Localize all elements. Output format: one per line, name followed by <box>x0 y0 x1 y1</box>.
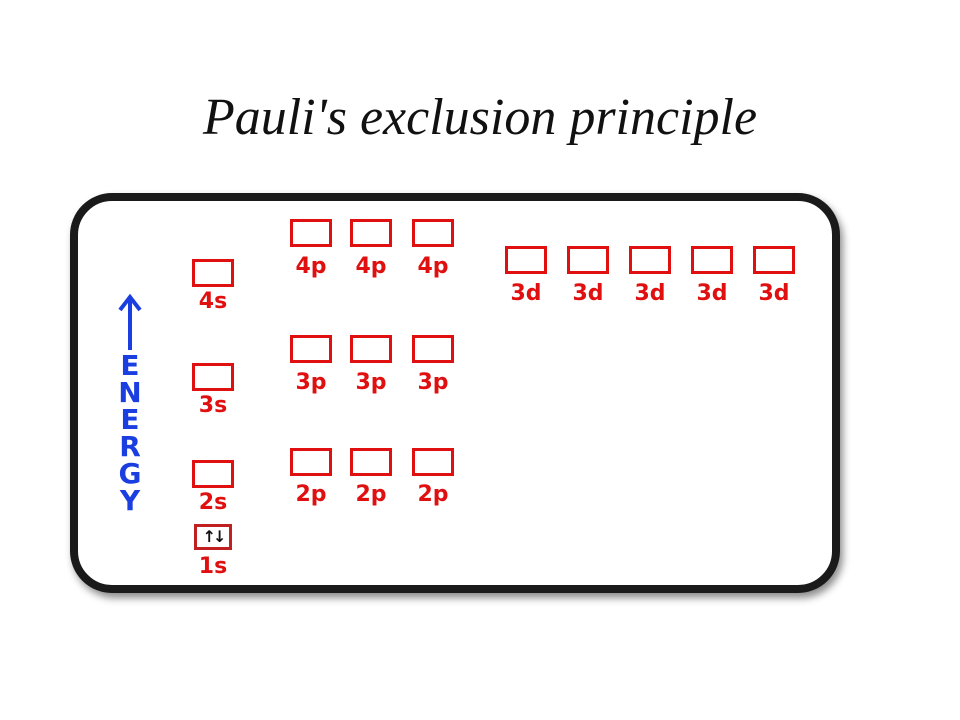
orbital-box-3p <box>350 335 392 363</box>
orbital-box-4s <box>192 259 234 287</box>
orbital-box-3p <box>290 335 332 363</box>
orbital-label-2s: 2s <box>198 490 228 515</box>
page-title: Pauli's exclusion principle <box>202 89 758 146</box>
orbital-label-2p: 2p <box>417 482 449 507</box>
orbital-label-4p: 4p <box>355 254 387 279</box>
energy-letter: E <box>120 403 140 436</box>
orbital-box-3d <box>629 246 671 274</box>
orbital-label-4s: 4s <box>198 289 228 314</box>
orbital-label-2p: 2p <box>355 482 387 507</box>
energy-letter: G <box>118 457 142 490</box>
orbital-label-1s: 1s <box>198 554 228 579</box>
orbital-label-3d: 3d <box>696 281 728 306</box>
orbital-box-3d <box>567 246 609 274</box>
orbital-box-4p <box>290 219 332 247</box>
up-arrow-icon <box>118 293 142 350</box>
orbital-box-4p <box>350 219 392 247</box>
orbital-box-3d <box>753 246 795 274</box>
orbital-label-3p: 3p <box>355 370 387 395</box>
orbital-label-3p: 3p <box>417 370 449 395</box>
orbital-box-2p <box>350 448 392 476</box>
orbital-label-3d: 3d <box>634 281 666 306</box>
energy-letter: R <box>119 430 141 463</box>
orbital-label-4p: 4p <box>417 254 449 279</box>
electron-pair-icon: ↑↓ <box>202 527 227 546</box>
energy-letter: E <box>120 349 140 382</box>
orbital-box-2p <box>412 448 454 476</box>
orbital-box-1s: ↑↓ <box>194 524 232 550</box>
orbital-box-2s <box>192 460 234 488</box>
orbital-label-2p: 2p <box>295 482 327 507</box>
orbital-label-3d: 3d <box>510 281 542 306</box>
orbital-label-3s: 3s <box>198 393 228 418</box>
orbital-box-3s <box>192 363 234 391</box>
orbital-box-3d <box>505 246 547 274</box>
orbital-box-4p <box>412 219 454 247</box>
energy-letter: N <box>118 376 142 409</box>
orbital-box-3p <box>412 335 454 363</box>
orbital-box-2p <box>290 448 332 476</box>
orbital-label-3d: 3d <box>758 281 790 306</box>
orbital-box-3d <box>691 246 733 274</box>
energy-letter: Y <box>119 484 141 517</box>
orbital-label-3p: 3p <box>295 370 327 395</box>
orbital-label-3d: 3d <box>572 281 604 306</box>
orbital-label-4p: 4p <box>295 254 327 279</box>
